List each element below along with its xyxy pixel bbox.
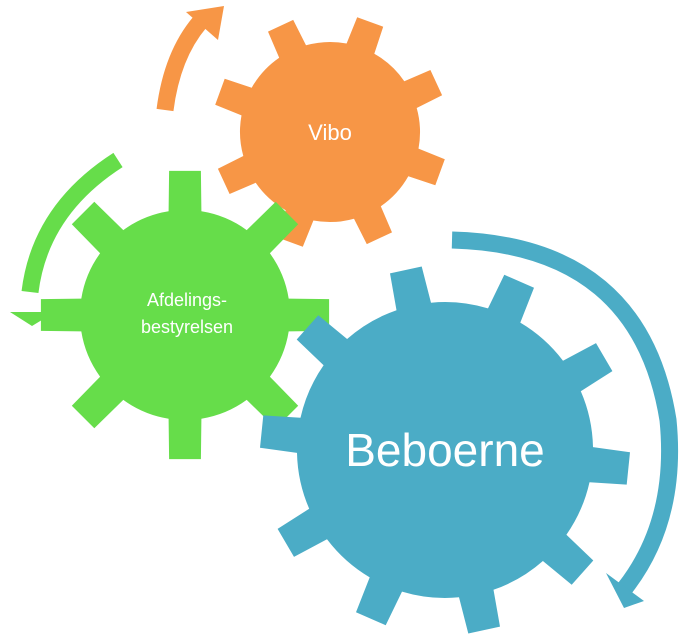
gear-vibo bbox=[215, 17, 445, 247]
arrow-vibo-head bbox=[186, 6, 224, 40]
gear-label-afdelingsbestyrelsen-line1: Afdelings- bbox=[147, 290, 227, 310]
gear-afdelingsbestyrelsen bbox=[40, 170, 330, 460]
gear-label-vibo: Vibo bbox=[308, 120, 352, 145]
gear-beboerne bbox=[260, 266, 630, 634]
arrow-afdelingsbestyrelsen bbox=[21, 152, 123, 294]
arrow-beboerne-head bbox=[606, 573, 644, 608]
gear-label-beboerne: Beboerne bbox=[345, 424, 545, 476]
arrow-beboerne bbox=[451, 231, 679, 594]
arrow-vibo bbox=[156, 16, 207, 112]
gear-label-afdelingsbestyrelsen-line2: bestyrelsen bbox=[141, 317, 233, 337]
